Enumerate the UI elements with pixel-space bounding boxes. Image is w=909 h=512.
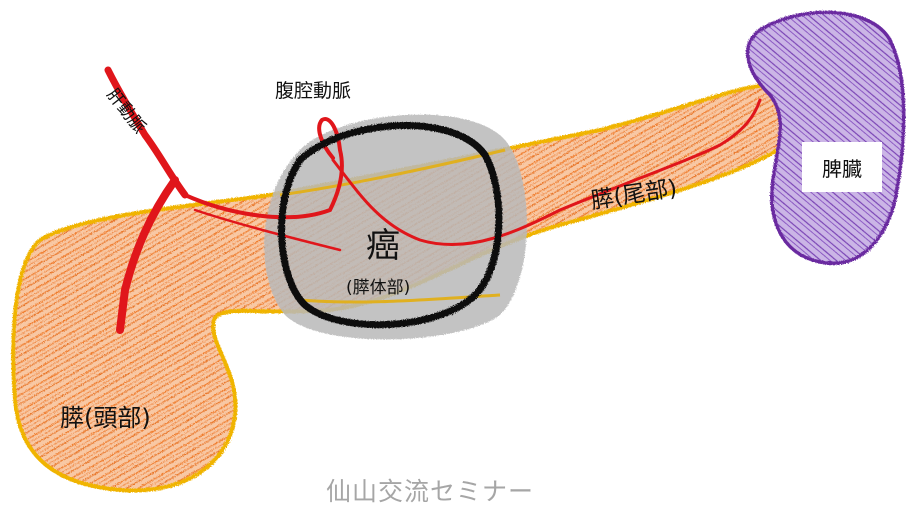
cancer-label: 癌 (366, 226, 400, 266)
pancreas-body-label: (膵体部) (346, 278, 411, 298)
spleen-label: 脾臓 (822, 156, 862, 181)
artery-network (104, 66, 762, 334)
tumor-outline (278, 121, 503, 329)
celiac-artery-label: 腹腔動脈 (275, 80, 352, 102)
footer-caption: 仙山交流セミナー (326, 477, 535, 506)
spleen-label-box: 脾臓 (802, 142, 882, 192)
splenic-artery (331, 98, 762, 247)
celiac-trunk (183, 117, 344, 220)
pancreas-head-label: 膵(頭部) (60, 404, 151, 432)
gastroduodenal-artery (193, 208, 342, 252)
spleen-shape (745, 10, 906, 265)
hepatic-artery-branch (116, 176, 179, 334)
